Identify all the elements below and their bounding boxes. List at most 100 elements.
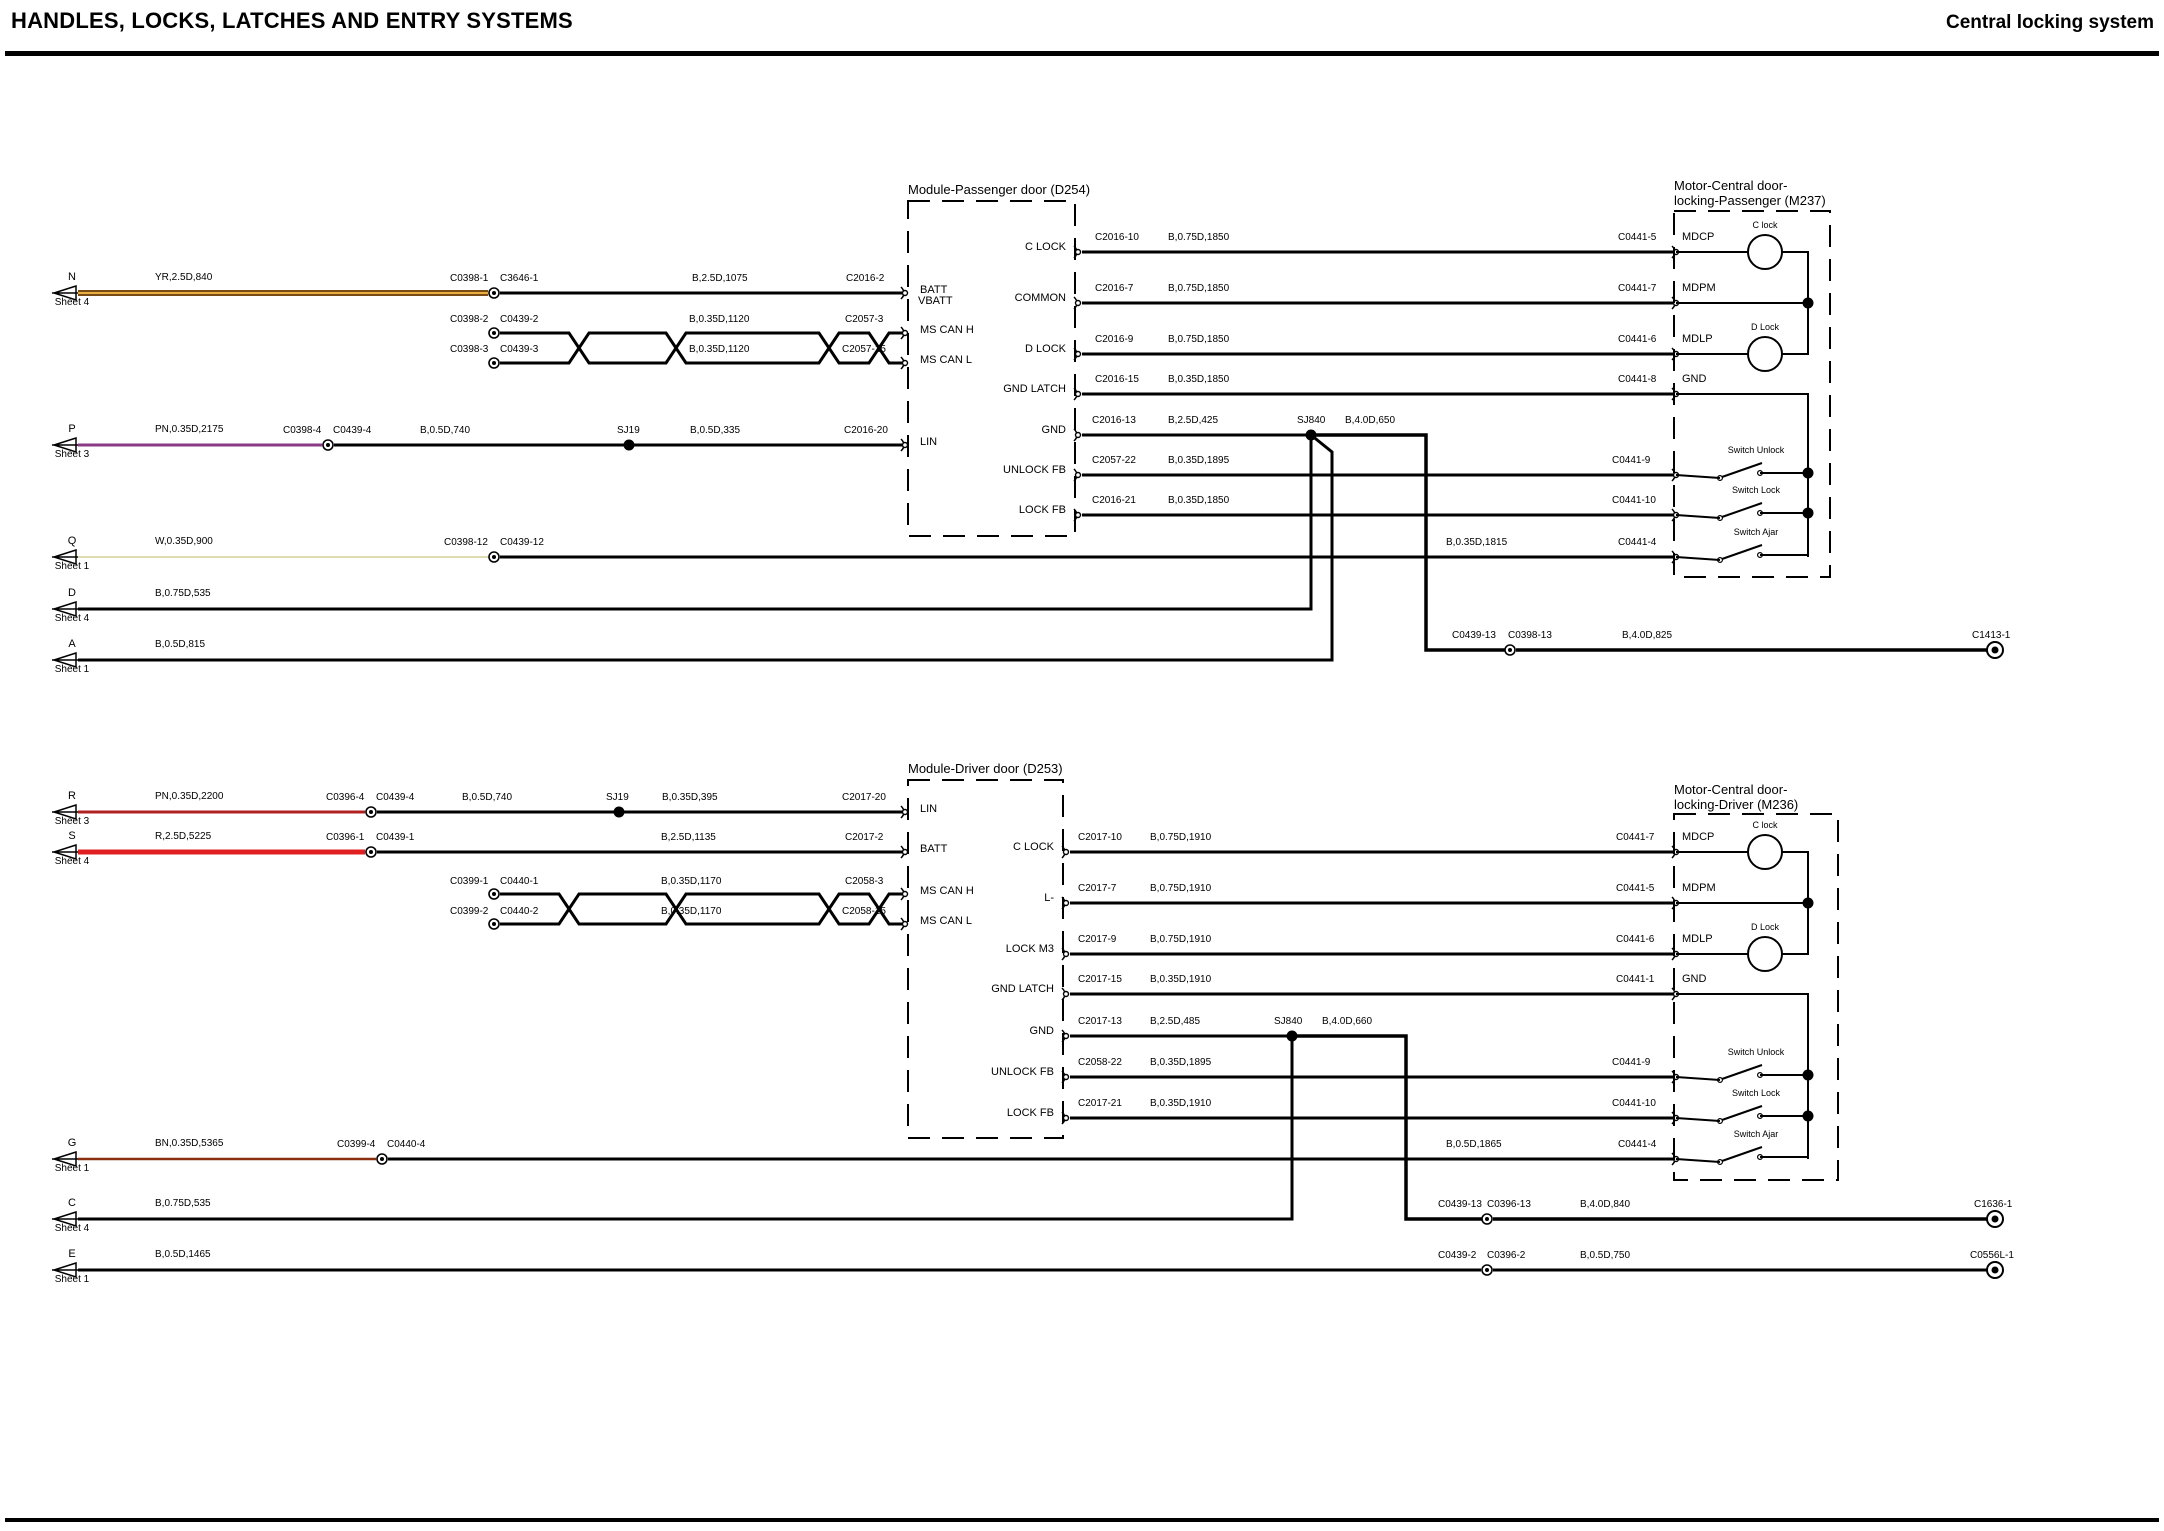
motor-d-lock-label: D Lock [1751,922,1780,932]
connector-label: C0440-4 [387,1139,426,1150]
terminal-id: R [68,790,76,802]
pin-label: LOCK FB [1019,504,1066,516]
terminal-r-arrow [51,803,78,821]
motor-c-lock [1747,834,1783,870]
wire-label: B,2.5D,1075 [692,273,748,284]
wire-label: B,0.5D,740 [462,792,512,803]
wire-label: B,0.35D,1850 [1168,495,1230,506]
motor-passenger-box [1673,210,1831,578]
switch-unlock-blade [1721,462,1763,478]
pin-lin-dot [901,441,909,449]
pin-row-3-dot [1074,390,1082,398]
motor-pin-label: GND [1682,373,1707,385]
terminal-sheet: Sheet 1 [55,1274,90,1285]
splice-label: SJ840 [1297,415,1326,426]
connector-label: C2017-10 [1078,832,1122,843]
pin-label: MS CAN H [920,885,974,897]
wire-label: B,0.75D,535 [155,1198,211,1209]
pin-label: UNLOCK FB [991,1066,1054,1078]
wire-label: B,0.5D,1865 [1446,1139,1502,1150]
motor-link-2 [1676,302,1809,355]
splice-label: SJ19 [617,425,640,436]
gnd-latch-bus [1676,993,1809,1159]
connector-label: C0439-1 [376,832,415,843]
wire-label: B,4.0D,840 [1580,1199,1630,1210]
pin-label: GND [1030,1025,1055,1037]
can-twist-2-a [805,331,903,365]
can-twist-2-b [805,892,903,926]
connector-label: C2057-15 [842,344,886,355]
terminal-sheet: Sheet 1 [55,561,90,572]
can-twist-2-b [805,331,903,365]
connector-label: C0556L-1 [1970,1250,2014,1261]
wire [1675,1158,1721,1163]
pin-row-1-dot [1062,899,1070,907]
switch-lock-blade [1721,1105,1763,1121]
connector-label: C0441-5 [1618,232,1657,243]
connector-label: C0439-4 [333,425,372,436]
pin-can-l-dot [901,359,909,367]
connector-label: C2017-9 [1078,934,1117,945]
splice-label: SJ840 [1274,1016,1303,1027]
pin-label: COMMON [1015,292,1066,304]
motor-link-1 [1782,251,1809,303]
motor-link-2 [1676,902,1809,955]
connector-c0439-2-center [1485,1268,1489,1272]
terminal-q-arrow [51,548,78,566]
wire-label: B,0.5D,750 [1580,1250,1630,1261]
terminal-sheet: Sheet 4 [55,613,90,624]
connector-label: C0439-4 [376,792,415,803]
pin-label: UNLOCK FB [1003,464,1066,476]
terminal-id: C [68,1197,76,1209]
connector-label: C0396-4 [326,792,365,803]
wire-d-gnd [78,435,1313,611]
pin-can-h-dot [901,890,909,898]
pin-label: MS CAN L [920,915,972,927]
wire-gnd-main [1311,433,1510,652]
connector-c0439-13-center [1485,1217,1489,1221]
connector-label: C2016-10 [1095,232,1139,243]
connector-label: C0441-1 [1616,974,1655,985]
pin-label: L- [1044,892,1054,904]
ground-eyelet-center [1991,646,1999,654]
terminal-g-arrow [51,1150,78,1168]
connector-c0399-4-center [380,1157,384,1161]
wire-label: B,0.35D,1170 [661,906,722,917]
connector-label: C0398-2 [450,314,489,325]
connector-label: C0440-2 [500,906,539,917]
connector-label: C0441-10 [1612,1098,1656,1109]
connector-label: C0439-2 [1438,1250,1477,1261]
switch-lock-label: Switch Lock [1732,485,1781,495]
can-twist-1-b [545,892,700,926]
connector-label: C0441-7 [1616,832,1655,843]
pin-row-5-dot [1062,1073,1070,1081]
switch-ajar-blade [1721,1146,1763,1162]
terminal-s-arrow [51,843,78,861]
switch-unlock-blade [1721,1064,1763,1080]
wire-label: R,2.5D,5225 [155,831,212,842]
wire-label: B,0.75D,1910 [1150,832,1212,843]
wire-label: B,0.35D,1170 [661,876,722,887]
connector-label: C0396-1 [326,832,365,843]
wire-c-gnd [78,1036,1294,1221]
connector-c0439-13-center [1508,648,1512,652]
connector-label: C0441-4 [1618,537,1657,548]
connector-c0398-2-center [492,331,496,335]
wire [1675,1076,1721,1081]
pin-label: MS CAN H [920,324,974,336]
can-twist-1-b [555,331,700,365]
connector-label: C2057-3 [845,314,884,325]
terminal-id: D [68,587,76,599]
module-title: Module-Driver door (D253) [908,761,1063,776]
connector-c0398-12-center [492,555,496,559]
connector-label: C2016-7 [1095,283,1134,294]
can-twist-1-a [555,331,700,365]
connector-label: C2016-15 [1095,374,1139,385]
pin-label: BATT [920,284,948,296]
connector-label: C0398-13 [1508,630,1552,641]
terminal-a-arrow [51,651,78,669]
connector-label: C2017-21 [1078,1098,1122,1109]
wire-label: B,2.5D,485 [1150,1016,1200,1027]
connector-label: C2017-7 [1078,883,1117,894]
pin-row-1-dot [1074,299,1082,307]
